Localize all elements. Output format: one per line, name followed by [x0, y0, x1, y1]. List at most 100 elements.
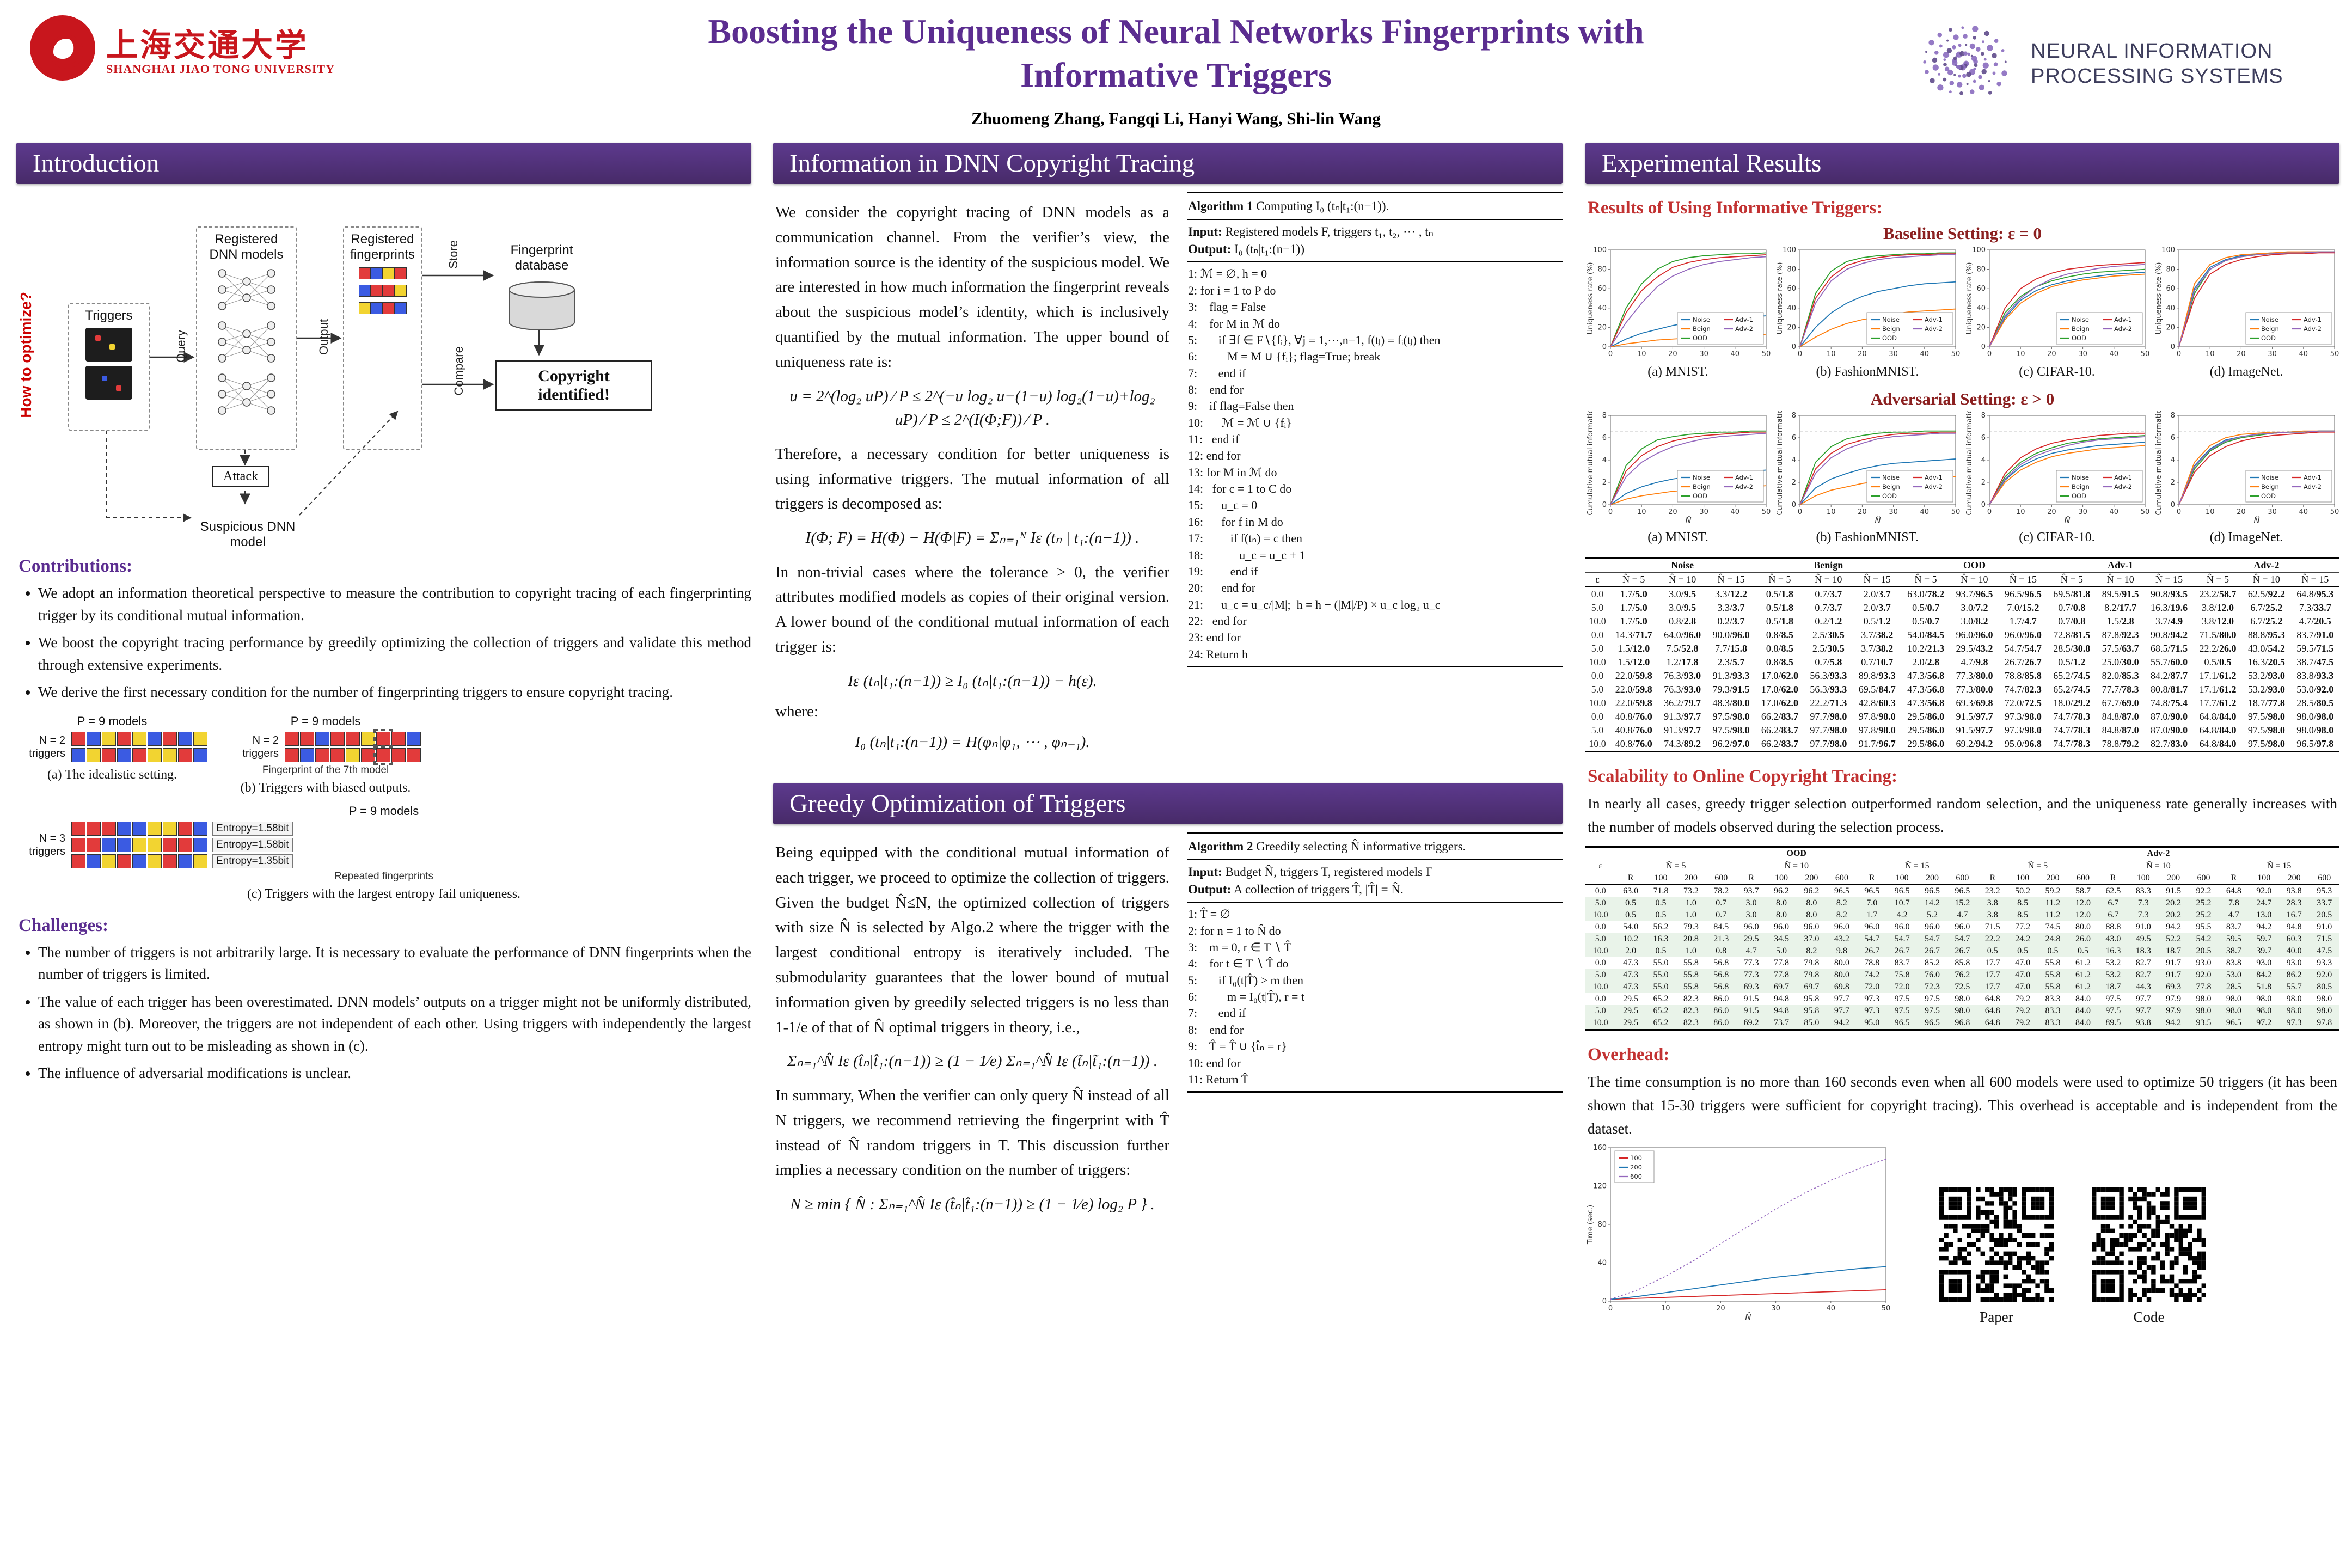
svg-text:10: 10	[2016, 508, 2025, 516]
challenge-item: The value of each trigger has been overe…	[38, 991, 751, 1057]
trigger-cell	[361, 731, 375, 746]
trigger-cell	[193, 854, 207, 868]
table-cell: 74.5	[2045, 922, 2061, 932]
contribution-item: We derive the first necessary condition …	[38, 681, 751, 703]
table-cell: 84.8/87.0	[2102, 725, 2139, 736]
trigger-image	[85, 327, 132, 362]
svg-text:Uniqueness rate (%): Uniqueness rate (%)	[1776, 262, 1784, 335]
trigger-cell	[163, 837, 177, 852]
table-cell: 8.0	[1776, 910, 1787, 920]
svg-text:0: 0	[1608, 350, 1613, 358]
table-cell: 91.5	[1743, 994, 1759, 1004]
trigger-cell	[102, 854, 116, 868]
algorithm-line: 5: if I₀(t|T̂) > m then	[1188, 973, 1304, 987]
table-cell: 91.0	[2135, 922, 2151, 932]
table-cell: 2.0/2.8	[1912, 657, 1940, 667]
table-cell: 96.0	[1955, 922, 1970, 932]
svg-text:Cumulative mutual information: Cumulative mutual information	[2155, 411, 2163, 516]
trigger-cell	[117, 748, 131, 762]
table-cell: 94.2	[2256, 922, 2272, 932]
table-cell: 18.7/77.8	[2247, 697, 2285, 708]
n-hat-header: N̂ = 10	[1961, 574, 1988, 585]
svg-text:6: 6	[1602, 434, 1607, 442]
table-cell: 48.3/80.0	[1712, 697, 1750, 708]
trigger-cell	[361, 748, 375, 762]
qr-code: Code	[2092, 1187, 2206, 1326]
eps-value: 5.0	[1591, 684, 1604, 695]
figure-b-caption: (b) Triggers with biased outputs.	[240, 780, 411, 795]
table-cell: 1.7	[1866, 910, 1878, 920]
table-cell: 3.0/9.5	[1669, 589, 1696, 599]
table-cell: 47.3	[1623, 982, 1639, 992]
svg-text:0: 0	[1602, 343, 1607, 351]
results-subhead: Results of Using Informative Triggers:	[1588, 198, 1883, 218]
r-header: 200	[2167, 873, 2180, 883]
neurips-line2: PROCESSING SYSTEMS	[2031, 64, 2283, 88]
table-cell: 72.5	[1955, 982, 1970, 992]
table-cell: 58.7	[2075, 886, 2091, 896]
algorithm-line: 2: for n = 1 to N̂ do	[1188, 923, 1281, 938]
table-cell: 77.7/78.3	[2102, 684, 2139, 695]
svg-text:Adv-1: Adv-1	[1925, 316, 1943, 323]
table-cell: 0.8/8.5	[1766, 657, 1793, 667]
trigger-cell	[193, 821, 207, 836]
table-cell: 26.7/26.7	[2004, 657, 2042, 667]
table-cell: 66.2/83.7	[1761, 711, 1798, 722]
trigger-cell	[71, 821, 85, 836]
svg-text:Uniqueness rate (%): Uniqueness rate (%)	[2155, 262, 2163, 335]
r-header: R	[1869, 873, 1875, 883]
r-header: R	[2231, 873, 2237, 883]
n-hat-header: N̂ = 5	[2206, 574, 2230, 585]
svg-text:100: 100	[1630, 1154, 1642, 1162]
table-cell: 26.7	[1894, 946, 1910, 956]
table-cell: 93.7/96.5	[1956, 589, 1993, 599]
algorithm-line: 22: end for	[1188, 614, 1247, 628]
table-cell: 97.5/98.0	[2247, 725, 2285, 736]
table-cell: 0.8	[1716, 946, 1727, 956]
n-hat-header: N̂ = 5	[1665, 861, 1686, 871]
eps-value: 0.0	[1595, 958, 1606, 968]
table-cell: 90.8/94.2	[2151, 629, 2188, 640]
trigger-cell	[102, 821, 116, 836]
store-label: Store	[446, 240, 460, 269]
table-cell: 54.0/84.5	[1907, 629, 1945, 640]
trigger-cell	[178, 854, 192, 868]
algorithm-1-io: Input: Registered models F, triggers t₁,…	[1187, 220, 1563, 263]
table-cell: 0.5/1.2	[2058, 657, 2086, 667]
table-cell: 72.3	[1924, 982, 1940, 992]
contributions-heading: Contributions:	[19, 556, 133, 576]
svg-text:Noise: Noise	[1693, 316, 1710, 323]
algorithm-line: 11: end if	[1188, 432, 1240, 446]
svg-text:Adv-2: Adv-2	[2304, 325, 2322, 333]
trigger-cell	[117, 854, 131, 868]
svg-text:30: 30	[1889, 508, 1898, 516]
table-cell: 93.0	[2286, 958, 2302, 968]
info-paragraph-3: In non-trivial cases where the tolerance…	[775, 563, 1169, 656]
table-cell: 40.8/76.0	[1615, 711, 1652, 722]
n2-label: N = 2 triggers	[29, 734, 65, 759]
svg-text:Adv-2: Adv-2	[1925, 325, 1943, 333]
trigger-cell	[346, 748, 360, 762]
r-header: 600	[1835, 873, 1848, 883]
table-cell: 2.5/30.5	[1812, 629, 1845, 640]
svg-text:Adv-2: Adv-2	[2114, 483, 2132, 491]
svg-text:30: 30	[2268, 350, 2277, 358]
table-cell: 86.2	[2286, 970, 2302, 980]
svg-text:2: 2	[1981, 479, 1986, 487]
table-cell: 22.0/59.8	[1615, 684, 1652, 695]
table-cell: 85.0	[1804, 1018, 1820, 1028]
trigger-cell	[178, 837, 192, 852]
table-cell: 47.3	[1623, 958, 1639, 968]
table-cell: 44.3	[2135, 982, 2151, 992]
table-cell: 89.8/93.3	[1858, 670, 1896, 681]
n3-label: N = 3 triggers	[29, 832, 65, 857]
svg-text:Adv-1: Adv-1	[2114, 316, 2132, 323]
table-cell: 11.2	[2045, 910, 2061, 920]
table-cell: 91.5	[1743, 1006, 1759, 1016]
table-cell: 91.7	[2166, 958, 2182, 968]
table-cell: 53.2/93.0	[2247, 684, 2285, 695]
